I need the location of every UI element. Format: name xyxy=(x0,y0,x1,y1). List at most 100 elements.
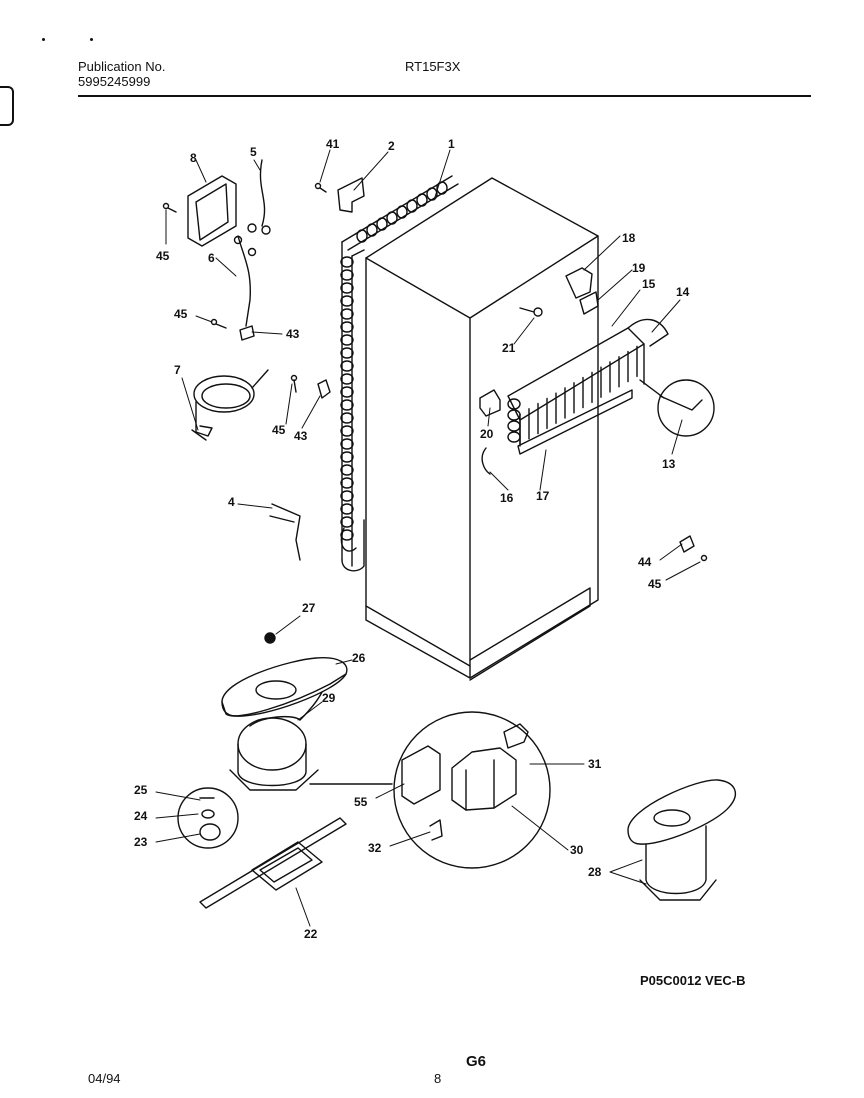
compressor xyxy=(229,691,323,791)
coil-loop xyxy=(396,205,408,219)
evaporator-tube-bend xyxy=(507,398,521,410)
coil-loop xyxy=(340,386,354,398)
coil-loop xyxy=(340,412,354,424)
header-rule xyxy=(78,95,811,97)
part-14-tube xyxy=(627,318,669,347)
coil-loop xyxy=(340,321,354,333)
part-13-detail xyxy=(639,379,715,437)
publication-label: Publication No. xyxy=(78,59,166,74)
cabinet xyxy=(365,177,599,681)
callout-18: 18 xyxy=(622,231,636,245)
figure-code: P05C0012 VEC-B xyxy=(640,973,746,988)
coil-loop xyxy=(340,373,354,385)
footer-date: 04/94 xyxy=(88,1071,121,1086)
part-4-tube xyxy=(269,503,301,561)
part-28-compressor xyxy=(627,779,737,901)
callout-6: 6 xyxy=(208,251,215,265)
coil-loop xyxy=(340,490,354,502)
callout-41: 41 xyxy=(326,137,340,151)
evaporator-tube-bend xyxy=(507,409,521,421)
callout-16: 16 xyxy=(500,491,514,505)
callout-25: 25 xyxy=(134,783,148,797)
coil-loop xyxy=(340,360,354,372)
callout-22: 22 xyxy=(304,927,318,941)
part-26-drain-pan xyxy=(221,657,348,717)
evaporator-fins xyxy=(507,345,638,445)
coil-loop xyxy=(340,451,354,463)
screw-45-b xyxy=(210,318,227,329)
coil-loop xyxy=(340,282,354,294)
callout-19: 19 xyxy=(632,261,646,275)
callout-26: 26 xyxy=(352,651,366,665)
callout-43-a: 43 xyxy=(286,327,300,341)
part-16-heater xyxy=(481,447,491,475)
evaporator-tube-bend xyxy=(507,431,521,443)
coil-loop xyxy=(340,477,354,489)
callout-45-c: 45 xyxy=(272,423,286,437)
footer-section: G6 xyxy=(466,1053,487,1070)
part-45-screw xyxy=(700,554,708,562)
callout-17: 17 xyxy=(536,489,550,503)
condenser-coil-loops xyxy=(340,181,448,541)
callout-15: 15 xyxy=(642,277,656,291)
part-5-wire xyxy=(247,159,271,235)
coil-loop xyxy=(426,187,438,201)
callout-45-a: 45 xyxy=(156,249,170,263)
parts-23-25-detail xyxy=(177,787,239,849)
part-18-clip xyxy=(565,267,593,299)
callout-13: 13 xyxy=(662,457,676,471)
callout-20: 20 xyxy=(480,427,494,441)
coil-loop xyxy=(340,529,354,541)
part-44-grommet xyxy=(679,535,695,553)
coil-loop xyxy=(340,503,354,515)
publication-number: 5995245999 xyxy=(78,74,151,89)
callout-5: 5 xyxy=(250,145,257,159)
callout-21: 21 xyxy=(502,341,516,355)
coil-loop xyxy=(340,516,354,528)
coil-loop xyxy=(366,223,378,237)
coil-loop xyxy=(340,295,354,307)
callout-31: 31 xyxy=(588,757,602,771)
callout-44: 44 xyxy=(638,555,652,569)
part-20-block xyxy=(479,389,501,417)
callout-14: 14 xyxy=(676,285,690,299)
coil-loop xyxy=(416,193,428,207)
callout-24: 24 xyxy=(134,809,148,823)
coil-loop xyxy=(340,347,354,359)
callout-45-d: 45 xyxy=(648,577,662,591)
coil-loop xyxy=(340,334,354,346)
screw-45-c xyxy=(290,374,298,393)
callout-55: 55 xyxy=(354,795,368,809)
screw-41 xyxy=(314,182,327,193)
footer-page-number: 8 xyxy=(434,1071,442,1086)
part-8-bracket xyxy=(187,175,237,247)
callout-8: 8 xyxy=(190,151,197,165)
coil-loop xyxy=(340,399,354,411)
coil-loop xyxy=(340,425,354,437)
part-22-bracket xyxy=(199,817,347,909)
leader-lines xyxy=(155,149,701,927)
part-19-clip xyxy=(579,291,599,315)
callout-32: 32 xyxy=(368,841,382,855)
screw-45-a xyxy=(162,202,177,213)
coil-loop xyxy=(340,269,354,281)
part-7-power-cord xyxy=(191,369,269,441)
coil-loop xyxy=(406,199,418,213)
relay-detail xyxy=(393,711,551,869)
scan-dot xyxy=(42,38,45,41)
callout-45-b: 45 xyxy=(174,307,188,321)
callout-23: 23 xyxy=(134,835,148,849)
callout-27: 27 xyxy=(302,601,316,615)
clip-43 xyxy=(317,379,331,399)
callout-43-b: 43 xyxy=(294,429,308,443)
callout-29: 29 xyxy=(322,691,336,705)
callout-4: 4 xyxy=(228,495,235,509)
part-2-bracket xyxy=(337,177,365,213)
binder-edge-mark xyxy=(0,86,14,126)
coil-loop xyxy=(340,438,354,450)
part-27 xyxy=(264,632,276,644)
coil-loop xyxy=(340,464,354,476)
coil-loop xyxy=(356,229,368,243)
coil-loop xyxy=(386,211,398,225)
